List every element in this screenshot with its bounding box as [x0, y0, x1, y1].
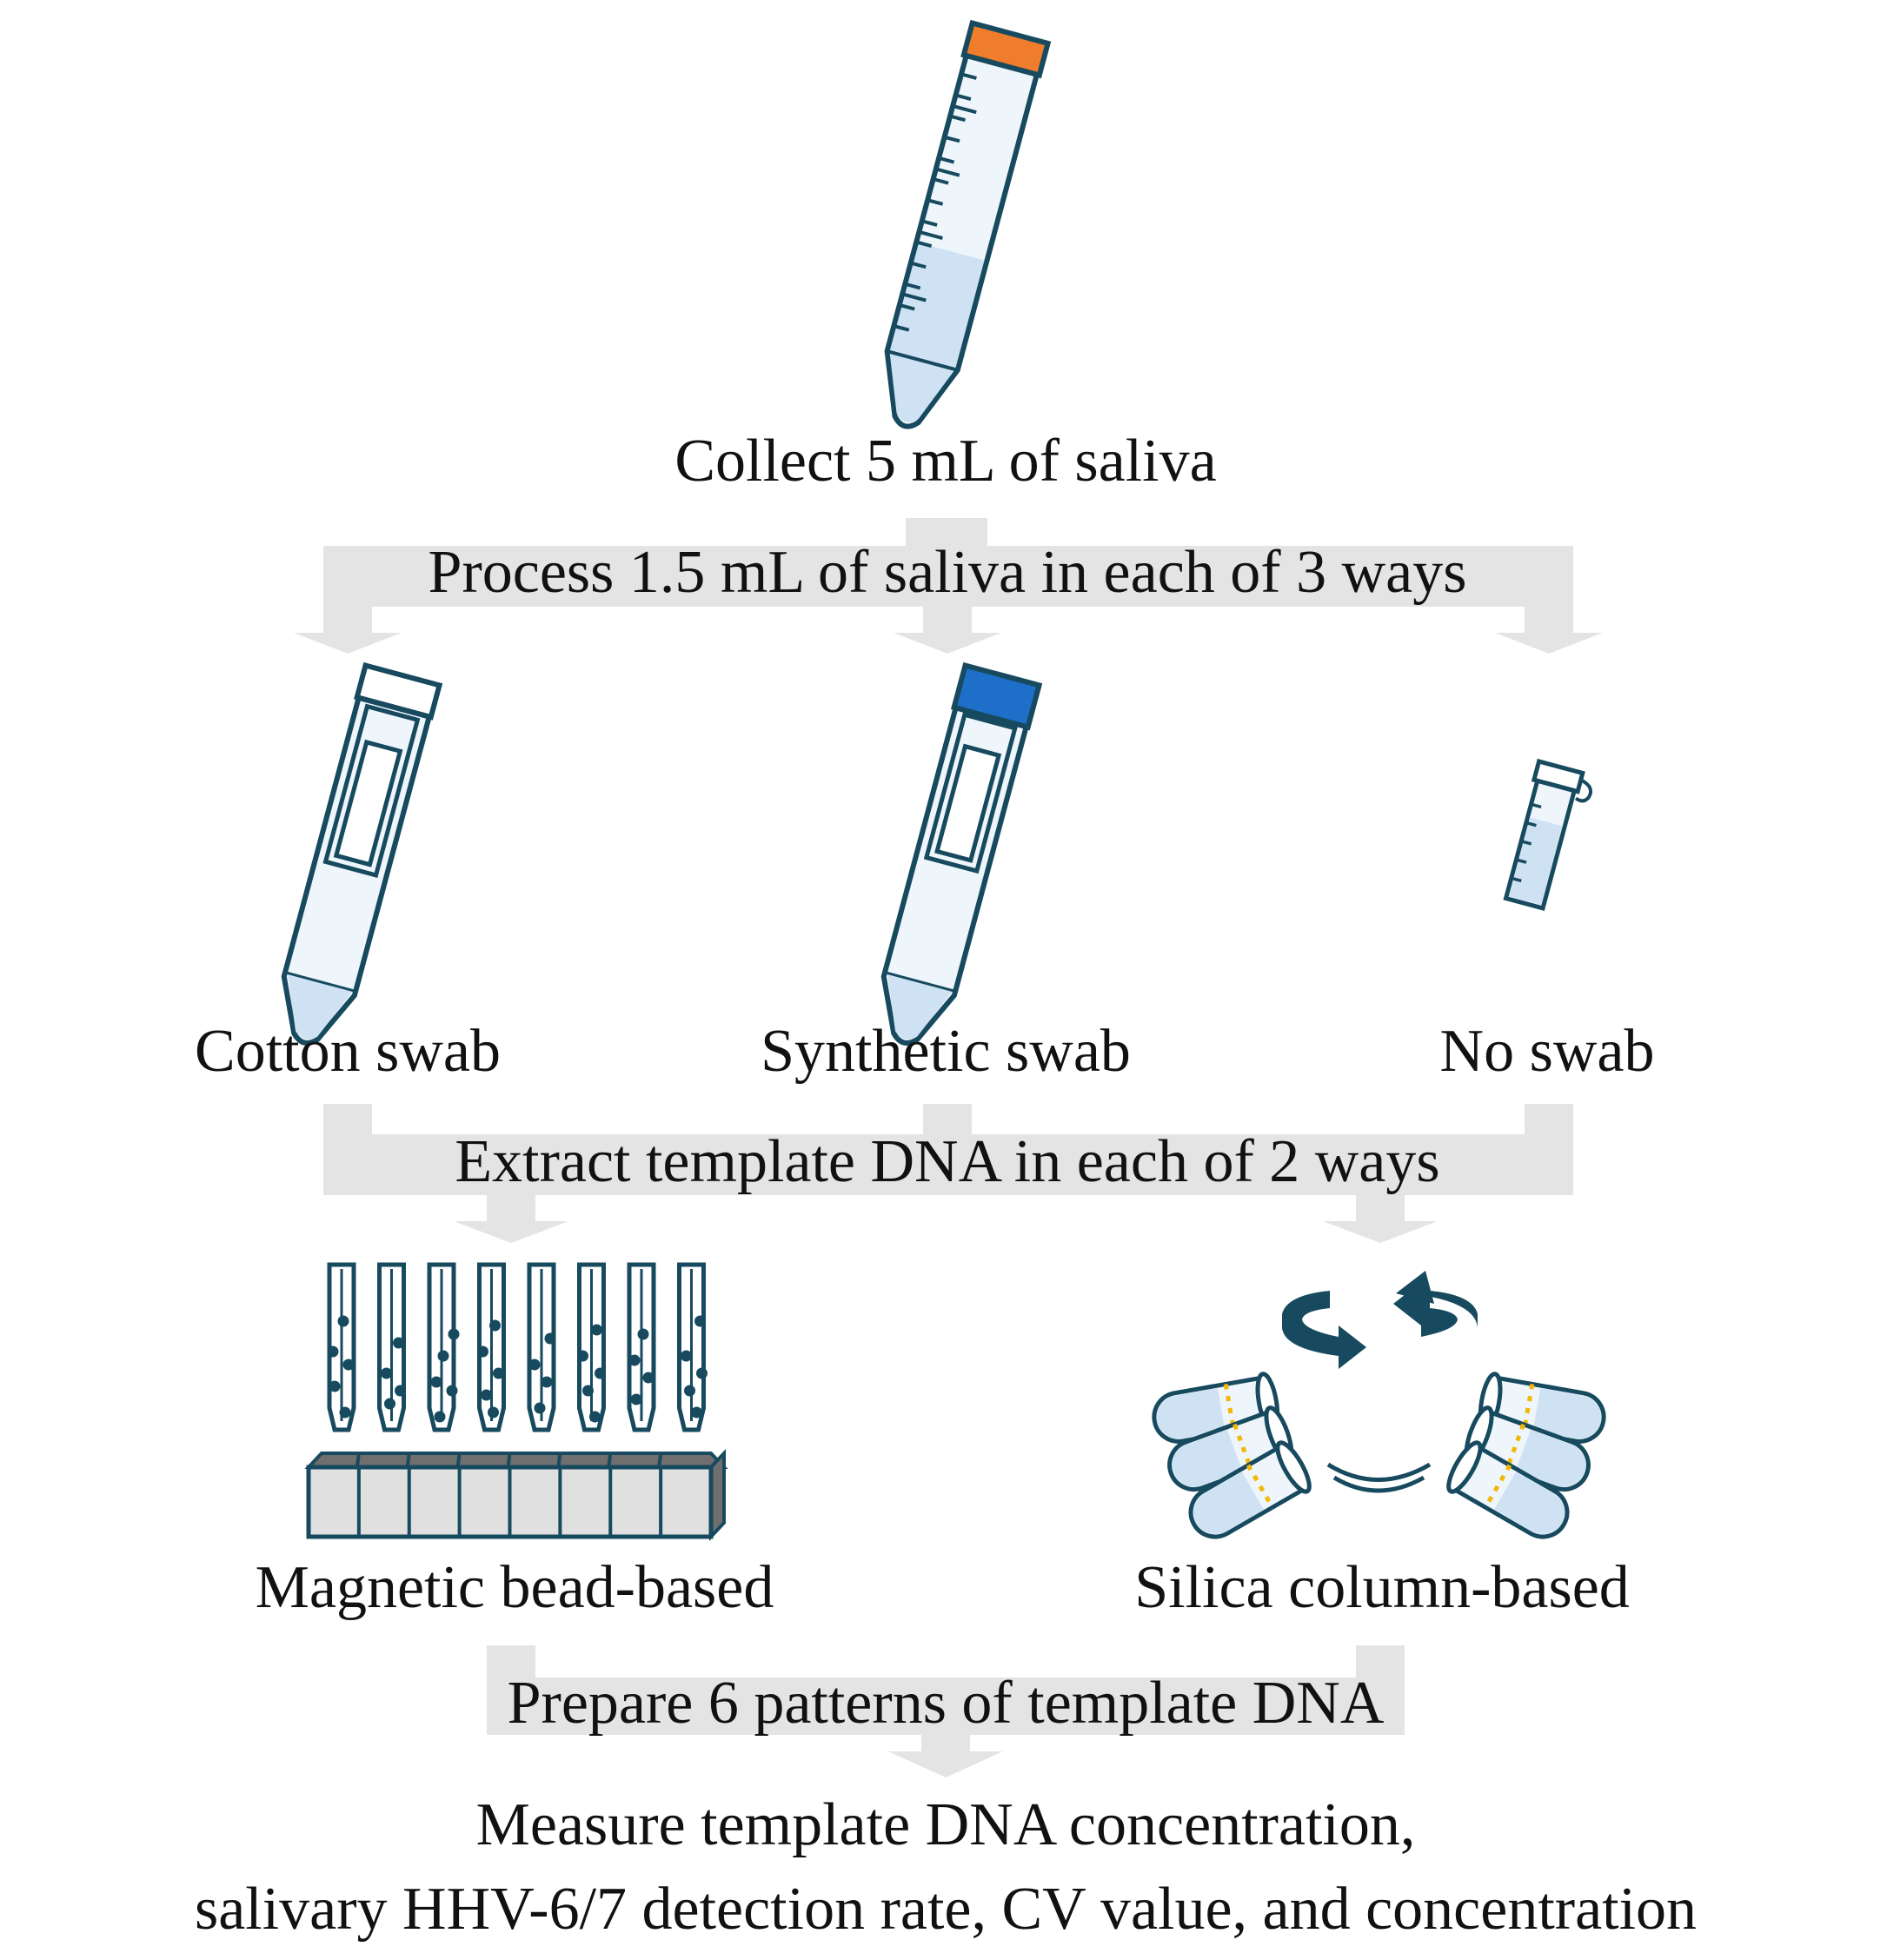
- microtube-icon: [1503, 758, 1593, 911]
- centrifuge-icon: [1152, 1271, 1606, 1539]
- magnetic-bead: [327, 1345, 339, 1358]
- magnetic-bead: [337, 1315, 349, 1327]
- magnetic-bead: [488, 1406, 499, 1419]
- magnetic-bead: [691, 1406, 702, 1419]
- magnetic-tips: [327, 1262, 708, 1432]
- collect-stem: [906, 518, 987, 553]
- magnetic-bead: [393, 1337, 404, 1349]
- arrow-to-noswab: [1495, 600, 1603, 654]
- magnetic-bead: [493, 1367, 504, 1379]
- magnetic-bead: [329, 1380, 341, 1392]
- magnetic-tip: [677, 1262, 708, 1432]
- magnetic-tip: [477, 1262, 506, 1432]
- magnetic-bead: [384, 1398, 395, 1410]
- magnetic-tip: [577, 1262, 606, 1432]
- conical-tube-icon: [884, 19, 1052, 429]
- prepare-band: [487, 1678, 1405, 1735]
- magnetic-bead: [694, 1315, 706, 1327]
- magnetic-bead: [446, 1385, 458, 1397]
- bead-plate: [304, 1448, 728, 1542]
- step-extract: Extract template DNA in each of 2 ways: [455, 1128, 1440, 1195]
- magnetic-bead: [381, 1367, 392, 1379]
- arrow-to-silica: [1323, 1191, 1438, 1243]
- magnetic-bead: [342, 1359, 355, 1371]
- synthetic-swab-tube-icon: [880, 661, 1043, 1046]
- magnetic-tip: [327, 1262, 356, 1432]
- magnetic-bead: [577, 1350, 588, 1362]
- magnetic-tip: [427, 1262, 460, 1432]
- magnetic-bead: [589, 1411, 601, 1423]
- magnetic-bead: [628, 1354, 641, 1366]
- magnetic-bead: [684, 1385, 695, 1397]
- left-tubes: [1152, 1372, 1312, 1539]
- magnetic-bead: [696, 1367, 708, 1379]
- rotation-arrows: [1282, 1271, 1478, 1369]
- arrow-to-measure: [888, 1730, 1003, 1777]
- step-measure-line2: salivary HHV-6/7 detection rate, CV valu…: [194, 1876, 1698, 1943]
- magnetic-bead: [477, 1345, 488, 1358]
- process-band: [323, 546, 1573, 607]
- magnetic-bead-rack-icon: [304, 1262, 728, 1542]
- method-magnetic-bead: Magnetic bead-based: [255, 1554, 774, 1621]
- option-no-swab: No swab: [1439, 1018, 1655, 1085]
- magnetic-bead: [591, 1324, 602, 1336]
- magnetic-bead: [544, 1332, 556, 1345]
- magnetic-bead: [489, 1319, 501, 1332]
- right-tubes: [1446, 1372, 1606, 1539]
- magnetic-bead: [534, 1402, 546, 1414]
- magnetic-tip: [627, 1262, 656, 1432]
- step-prepare: Prepare 6 patterns of template DNA: [507, 1670, 1385, 1737]
- magnetic-bead: [395, 1385, 406, 1397]
- arrow-to-synthetic: [894, 600, 1001, 654]
- method-silica-column: Silica column-based: [1134, 1554, 1630, 1621]
- extract-band: [323, 1134, 1573, 1195]
- magnetic-bead: [481, 1389, 492, 1401]
- magnetic-bead: [437, 1350, 449, 1362]
- magnetic-bead: [339, 1406, 351, 1419]
- arrow-to-cotton: [294, 600, 402, 654]
- magnetic-bead: [637, 1328, 649, 1340]
- magnetic-bead: [595, 1367, 606, 1379]
- magnetic-bead: [642, 1372, 654, 1384]
- magnetic-bead: [681, 1350, 692, 1362]
- cotton-swab-tube-icon: [281, 661, 443, 1046]
- magnetic-tip: [527, 1262, 556, 1432]
- flow-arrows: [294, 518, 1603, 1777]
- magnetic-bead: [528, 1359, 541, 1371]
- step-measure-line1: Measure template DNA concentration,: [475, 1791, 1416, 1858]
- magnetic-bead: [434, 1411, 446, 1423]
- magnetic-bead: [582, 1385, 594, 1397]
- magnetic-tip: [377, 1262, 406, 1432]
- option-cotton-swab: Cotton swab: [195, 1018, 501, 1085]
- step-process: Process 1.5 mL of saliva in each of 3 wa…: [428, 539, 1467, 606]
- option-synthetic-swab: Synthetic swab: [761, 1018, 1131, 1085]
- step-collect: Collect 5 mL of saliva: [674, 428, 1217, 495]
- magnetic-bead: [541, 1376, 553, 1388]
- arrow-to-magnetic: [454, 1191, 568, 1243]
- magnetic-bead: [430, 1376, 442, 1388]
- magnetic-bead: [448, 1328, 460, 1340]
- magnetic-bead: [630, 1393, 642, 1405]
